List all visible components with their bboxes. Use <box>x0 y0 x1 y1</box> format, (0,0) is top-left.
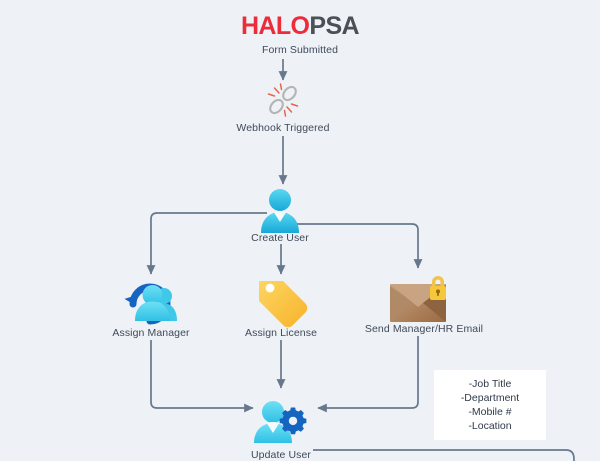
node-label-assign-manager: Assign Manager <box>112 327 190 339</box>
logo-psa: PSA <box>309 12 360 40</box>
gear-icon <box>279 407 307 435</box>
edge-update-user-to-next <box>313 449 575 461</box>
node-label-send-email: Send Manager/HR Email <box>364 323 484 335</box>
node-label-form-submitted: Form Submitted <box>261 44 339 56</box>
node-webhook-triggered[interactable]: Webhook Triggered <box>203 119 363 134</box>
logo-halo: HALO <box>240 12 310 40</box>
node-label-assign-license: Assign License <box>244 327 318 339</box>
field-location: -Location <box>468 420 512 432</box>
field-mobile: -Mobile # <box>468 406 512 418</box>
edge-create-user-to-send-email <box>296 223 423 269</box>
edge-assign-manager-to-update-user <box>150 340 254 413</box>
node-label-webhook-triggered: Webhook Triggered <box>236 122 330 134</box>
user-gear-icon <box>254 401 307 443</box>
edge-create-user-to-assign-manager <box>146 212 267 275</box>
users-refresh-icon <box>124 283 177 325</box>
user-fields-box: -Job Title -Department -Mobile # -Locati… <box>434 370 546 440</box>
node-update-user[interactable]: Update User <box>201 446 361 461</box>
field-department: -Department <box>460 392 520 404</box>
node-label-update-user: Update User <box>250 449 312 461</box>
node-label-create-user: Create User <box>251 232 309 244</box>
lock-icon <box>430 276 446 300</box>
user-icon <box>261 189 299 233</box>
halopsa-logo: HALOPSA <box>180 14 420 39</box>
field-job-title: -Job Title <box>468 378 512 390</box>
edge-send-email-to-update-user <box>317 336 419 413</box>
node-create-user[interactable]: Create User <box>200 229 360 244</box>
tag-icon <box>259 281 308 328</box>
node-send-email[interactable]: Send Manager/HR Email <box>344 320 504 335</box>
secure-envelope-icon <box>390 276 446 322</box>
node-form-submitted[interactable]: Form Submitted <box>220 41 380 56</box>
broken-link-icon <box>267 83 299 117</box>
node-assign-manager[interactable]: Assign Manager <box>71 324 231 339</box>
node-assign-license[interactable]: Assign License <box>201 324 361 339</box>
